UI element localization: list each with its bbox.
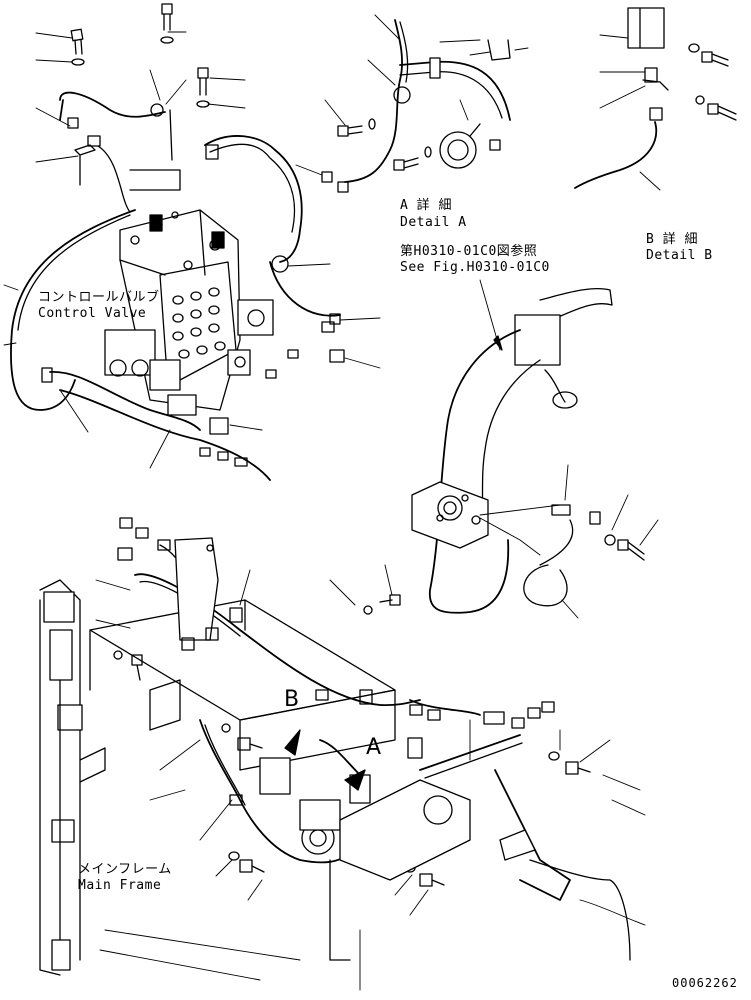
main-frame-assembly xyxy=(39,517,646,991)
bolt-icon xyxy=(221,723,263,751)
horn-icon xyxy=(439,123,501,169)
detail-a-view xyxy=(295,14,529,193)
bolt-icon xyxy=(548,751,591,775)
detail-a-label-en: Detail A xyxy=(400,215,467,230)
bolt-icon xyxy=(70,28,85,66)
control-valve-area xyxy=(3,3,381,481)
bolt-icon xyxy=(707,103,737,121)
marker-b: B xyxy=(284,687,300,712)
bolt-icon xyxy=(617,539,645,561)
detail-a-label-jp: A 詳 細 xyxy=(400,198,452,213)
bolt-icon xyxy=(196,67,210,108)
hose-flange-assembly xyxy=(411,279,659,619)
control-valve-block xyxy=(104,209,274,416)
control-valve-label-jp: コントロールバルブ xyxy=(38,290,160,305)
marker-a: A xyxy=(366,735,382,760)
detail-b-label-en: Detail B xyxy=(646,248,713,263)
bolt-icon xyxy=(337,118,376,137)
bolt-icon xyxy=(393,146,432,171)
see-figure-label-en: See Fig.H0310-01C0 xyxy=(400,260,550,275)
main-frame-label-jp: メインフレーム xyxy=(78,862,172,877)
bolt-icon xyxy=(160,3,174,44)
detail-b-label-jp: B 詳 細 xyxy=(646,232,698,247)
bolt-icon xyxy=(363,594,401,615)
bolt-icon xyxy=(701,51,729,67)
bolt-icon xyxy=(113,650,143,681)
bolt-icon xyxy=(228,851,265,873)
main-frame-label-en: Main Frame xyxy=(78,878,162,893)
drawing-number: 00062262 xyxy=(672,976,738,990)
see-figure-label-jp: 第H0310-01C0図参照 xyxy=(400,244,538,259)
control-valve-label-en: Control Valve xyxy=(38,306,147,321)
detail-b-view xyxy=(574,7,737,191)
